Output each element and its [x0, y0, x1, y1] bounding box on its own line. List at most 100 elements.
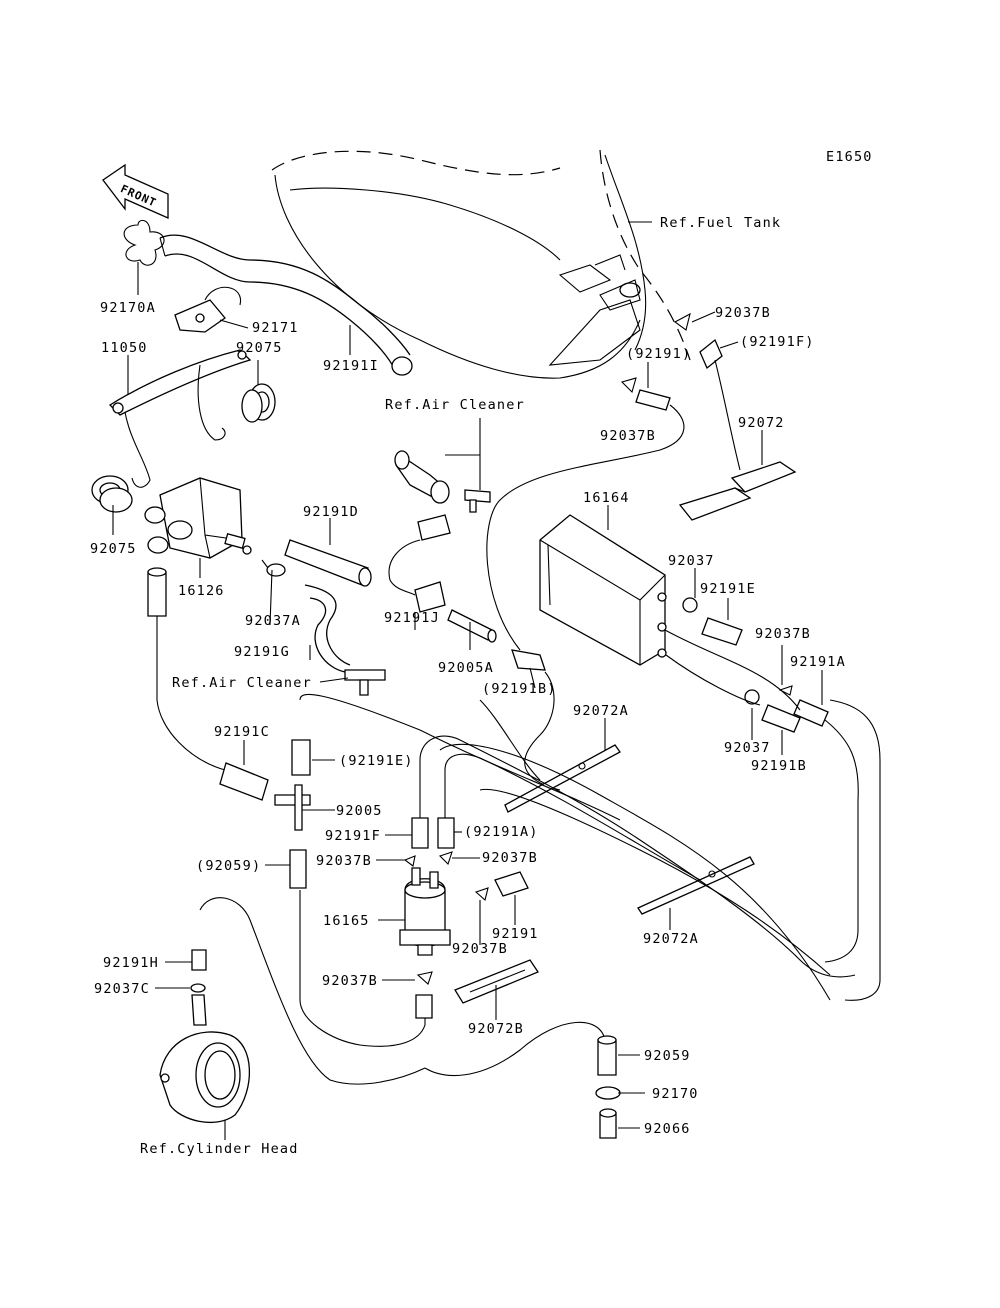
label-92191C: 92191C	[214, 724, 270, 740]
clamp-92170	[595, 1086, 621, 1100]
label-92191A-paren: (92191A)	[464, 824, 539, 840]
label-92037B-l: 92037B	[316, 853, 372, 869]
label-92037B-r: 92037B	[755, 626, 811, 642]
label-92191H: 92191H	[103, 955, 159, 971]
hose-92191E	[701, 617, 743, 646]
canister-16164	[539, 514, 667, 666]
fitting-92005A	[447, 609, 497, 643]
label-16165: 16165	[323, 913, 370, 929]
label-92075-left: 92075	[90, 541, 137, 557]
hose-92191H	[191, 949, 207, 971]
hose-92191D	[284, 539, 372, 587]
diagram-code: E1650	[826, 149, 873, 165]
label-92072: 92072	[738, 415, 785, 431]
label-92037C: 92037C	[94, 981, 150, 997]
label-ref-air-cleaner-top: Ref.Air Cleaner	[385, 397, 525, 413]
grommet-92075-left	[91, 475, 133, 513]
hose-92191G	[304, 584, 351, 673]
label-ref-cylinder-head: Ref.Cylinder Head	[140, 1141, 299, 1157]
lower-hose-loops	[199, 693, 856, 1085]
hose-92191A	[793, 699, 829, 727]
hose-92059	[597, 1035, 617, 1076]
label-92072A-low: 92072A	[643, 931, 699, 947]
hose-92191J	[388, 514, 451, 613]
clamp-92037-low	[744, 689, 760, 705]
clip-92170A	[123, 219, 165, 266]
label-92191-paren: (92191)	[626, 346, 691, 362]
label-92059: 92059	[644, 1048, 691, 1064]
label-92066: 92066	[644, 1121, 691, 1137]
label-92059-paren: (92059)	[196, 858, 261, 874]
strap-92072A-top	[504, 744, 621, 813]
clamp-92037	[682, 597, 698, 613]
hose-92191	[635, 389, 671, 411]
label-92170A: 92170A	[100, 300, 156, 316]
part-labels: E1650 Ref.Fuel Tank 92170A 92171 92037B …	[90, 149, 873, 1157]
label-92191: 92191	[492, 926, 539, 942]
tee-92005	[274, 784, 311, 831]
label-92037B-bot: 92037B	[322, 973, 378, 989]
hoses-92191F-92191A	[411, 817, 455, 849]
label-92191E: 92191E	[700, 581, 756, 597]
label-92037B-tr: 92037B	[715, 305, 771, 321]
label-92170: 92170	[652, 1086, 699, 1102]
label-ref-air-cleaner-left: Ref.Air Cleaner	[172, 675, 312, 691]
label-92037B-rr: 92037B	[482, 850, 538, 866]
clip-92037B-r	[778, 685, 793, 696]
label-92037A: 92037A	[245, 613, 301, 629]
label-92191F: 92191F	[325, 828, 381, 844]
vent-hoses	[479, 359, 881, 1001]
clip-92037B-mid	[620, 377, 637, 394]
clips-92037B-pump	[403, 851, 489, 985]
air-cleaner-fitting	[394, 450, 491, 513]
hose-92191F	[699, 338, 723, 370]
label-92005: 92005	[336, 803, 383, 819]
label-92171: 92171	[252, 320, 299, 336]
label-16126: 16126	[178, 583, 225, 599]
label-92191B: 92191B	[751, 758, 807, 774]
hose-pump-bottom	[415, 994, 433, 1019]
strap-92072A-low	[637, 856, 755, 915]
hose-92191B-paren	[511, 649, 546, 671]
hose-92059-paren	[289, 849, 307, 889]
label-92191E-paren: (92191E)	[339, 753, 414, 769]
bracket-92072	[678, 461, 797, 521]
label-92037: 92037	[668, 553, 715, 569]
clip-92037B-tr	[673, 312, 691, 331]
label-92037-low: 92037	[724, 740, 771, 756]
label-92072B: 92072B	[468, 1021, 524, 1037]
label-92072A-top: 92072A	[573, 703, 629, 719]
clamp-92037A	[261, 559, 286, 577]
hose-92191-pump	[494, 871, 529, 897]
label-ref-fuel-tank: Ref.Fuel Tank	[660, 215, 781, 231]
fuel-tank-outline	[271, 149, 691, 379]
bracket-92072B	[454, 959, 539, 1004]
hose-left-vertical	[147, 567, 226, 771]
fitting-92066	[599, 1108, 617, 1139]
label-92075-top: 92075	[236, 340, 283, 356]
label-92191D: 92191D	[303, 504, 359, 520]
label-92191G: 92191G	[234, 644, 290, 660]
label-11050: 11050	[101, 340, 148, 356]
hose-92191I	[159, 234, 413, 376]
label-92191I: 92191I	[323, 358, 379, 374]
hose-92191B	[761, 704, 801, 733]
front-arrow: FRONT	[102, 163, 169, 219]
label-92191A: 92191A	[790, 654, 846, 670]
tee-fitting-air	[344, 669, 386, 696]
intake-manifold	[159, 994, 251, 1124]
label-16164: 16164	[583, 490, 630, 506]
label-92005A: 92005A	[438, 660, 494, 676]
bracket-11050	[108, 286, 252, 488]
label-92037B-below: 92037B	[452, 941, 508, 957]
valve-16126	[144, 477, 252, 559]
label-92191F-paren: (92191F)	[740, 334, 815, 350]
label-92191B-paren: (92191B)	[482, 681, 557, 697]
clip-92037C	[190, 983, 206, 993]
hose-92191C	[219, 762, 269, 801]
fuel-pump-16165	[399, 867, 451, 956]
label-92037B-mid: 92037B	[600, 428, 656, 444]
leader-lines	[112, 221, 823, 1140]
hose-92191E-paren	[291, 739, 311, 776]
